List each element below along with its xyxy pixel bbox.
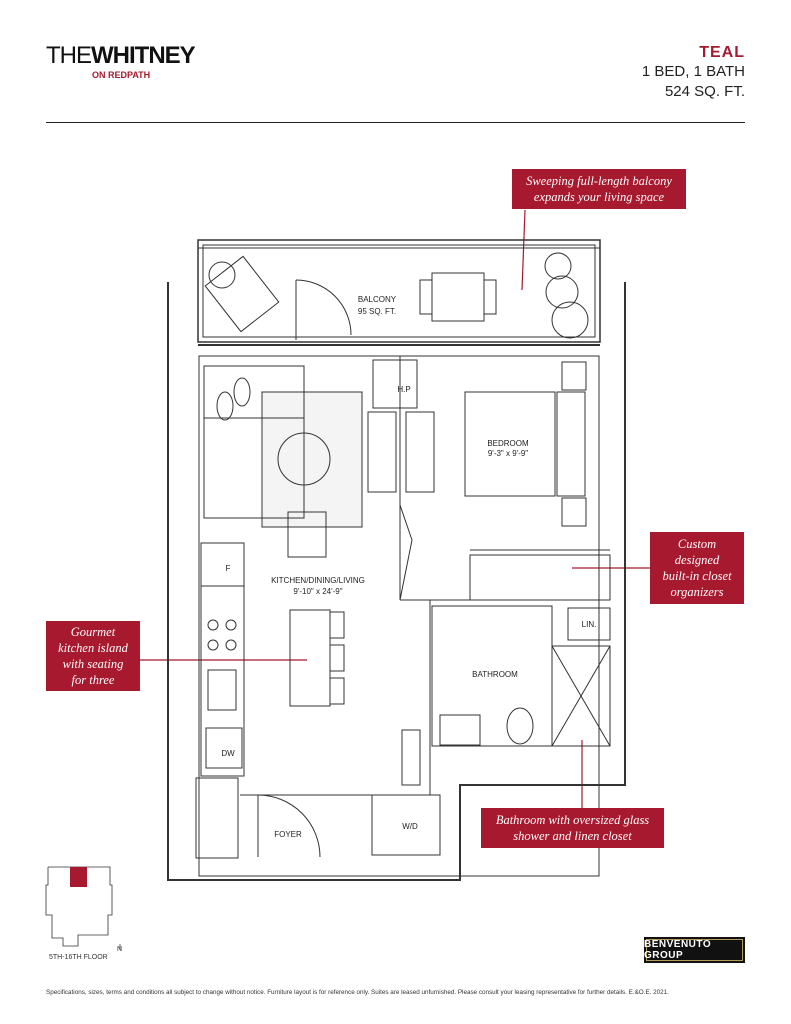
balcony-label: BALCONY (358, 295, 397, 304)
callout-line: Gourmet (70, 625, 116, 639)
fridge-label: F (226, 564, 231, 573)
callout-line: expands your living space (533, 190, 665, 204)
unit-info: TEAL 1 BED, 1 BATH 524 SQ. FT. (642, 44, 745, 102)
callout-kitchen: Gourmet kitchen island with seating for … (46, 621, 140, 691)
callout-line: Sweeping full-length balcony (526, 174, 672, 188)
linen-label: LIN. (582, 620, 597, 629)
interior-walls (198, 355, 611, 877)
dishwasher-label: DW (221, 749, 235, 758)
bathroom (431, 605, 611, 747)
callout-line: organizers (670, 585, 724, 599)
living-furniture (203, 359, 435, 558)
unit-name: TEAL (699, 44, 745, 61)
exterior-walls (167, 282, 626, 881)
callout-line: for three (71, 673, 115, 687)
callout-line: shower and linen closet (513, 829, 632, 843)
callout-line: kitchen island (58, 641, 128, 655)
north-indicator: N (117, 946, 123, 953)
kitchen-label: KITCHEN/DINING/LIVING (271, 576, 365, 585)
bedroom-furniture (399, 361, 587, 601)
logo-whitney: WHITNEY (91, 42, 196, 69)
developer-logo: BENVENUTO GROUP (644, 937, 745, 963)
callout-line: built-in closet (662, 569, 732, 583)
key-plan-unit-highlight (70, 867, 87, 887)
kitchen (195, 542, 441, 859)
callout-line: Custom (677, 537, 717, 551)
kitchen-dims: 9'-10" x 24'-9" (293, 587, 342, 596)
header-divider (46, 122, 745, 123)
bedroom-dims: 9'-3" x 9'-9" (488, 449, 528, 458)
logo-the: THE (46, 42, 92, 69)
floor-label: 5TH-16TH FLOOR (49, 954, 108, 961)
logo-subtitle: ON REDPATH (92, 70, 151, 80)
unit-area: 524 SQ. FT. (664, 83, 745, 100)
balcony (197, 239, 601, 343)
brand-logo: THEWHITNEY ON REDPATH (46, 42, 196, 81)
callout-line: designed (674, 553, 720, 567)
key-plan (45, 866, 121, 950)
callout-closet: Custom designed built-in closet organize… (650, 532, 744, 604)
callout-line: Bathroom with oversized glass (495, 813, 650, 827)
washer-dryer-label: W/D (402, 822, 418, 831)
heat-pump-label: H.P (397, 385, 410, 394)
unit-beds: 1 BED, 1 BATH (641, 63, 745, 80)
callout-balcony: Sweeping full-length balcony expands you… (512, 169, 686, 209)
disclaimer: Specifications, sizes, terms and conditi… (46, 989, 669, 996)
foyer-label: FOYER (274, 830, 302, 839)
bathroom-label: BATHROOM (472, 670, 518, 679)
callout-line: with seating (62, 657, 124, 671)
callout-bathroom: Bathroom with oversized glass shower and… (481, 808, 664, 848)
balcony-area: 95 SQ. FT. (358, 307, 396, 316)
bedroom-label: BEDROOM (487, 439, 529, 448)
